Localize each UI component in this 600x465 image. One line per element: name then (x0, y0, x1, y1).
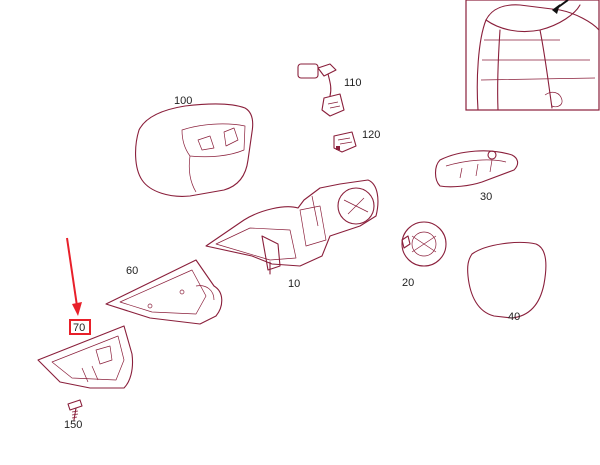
highlight-arrow (66, 237, 82, 316)
part-20-adjust-plate (401, 221, 447, 267)
vehicle-inset (465, 0, 600, 111)
part-70-inner-cover (37, 325, 134, 389)
callout-70-box (69, 319, 91, 335)
part-30-signal-housing (434, 150, 519, 188)
callout-70: 70 (73, 322, 85, 334)
part-100-housing-cover (135, 103, 254, 197)
callout-150: 150 (64, 419, 82, 431)
callout-10: 10 (288, 278, 300, 290)
part-40-mirror-glass (467, 241, 547, 319)
part-10-mirror-base (205, 179, 379, 275)
callout-120: 120 (362, 129, 380, 141)
callout-110: 110 (344, 77, 362, 89)
callout-100: 100 (174, 95, 192, 107)
callout-20: 20 (402, 277, 414, 289)
callout-30: 30 (480, 191, 492, 203)
part-150-screw (67, 399, 83, 421)
callout-60: 60 (126, 265, 138, 277)
part-120-bracket (333, 131, 357, 153)
part-110-cable (297, 63, 345, 117)
callout-40: 40 (508, 311, 520, 323)
part-60-trim (105, 259, 223, 325)
